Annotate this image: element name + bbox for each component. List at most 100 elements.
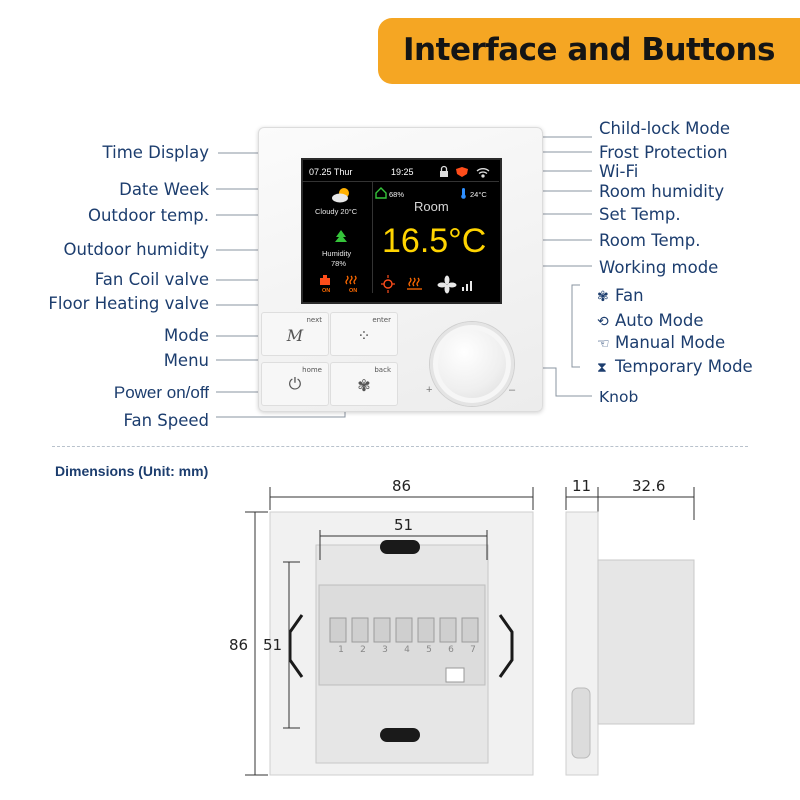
label-outdoor-humidity: Outdoor humidity	[63, 240, 209, 259]
manual-mode-icon: ☜	[597, 336, 610, 352]
label-menu: Menu	[163, 351, 209, 370]
label-knob: Knob	[599, 388, 639, 406]
dim-inner-width: 51	[394, 516, 414, 534]
label-wifi: Wi-Fi	[599, 162, 639, 181]
set-temp-icon	[461, 188, 466, 199]
hourglass-icon: ⧗	[597, 360, 607, 376]
title-banner: Interface and Buttons	[378, 18, 800, 84]
label-set-temp: Set Temp.	[599, 205, 681, 224]
display-screen	[301, 158, 502, 304]
dimensions-title: Dimensions (Unit: mm)	[55, 463, 209, 479]
status-icons	[440, 165, 490, 178]
label-room-humidity: Room humidity	[599, 182, 725, 201]
mounting-slot-bottom	[380, 728, 420, 742]
mode-item-label: Auto Mode	[615, 311, 704, 330]
label-date-week: Date Week	[119, 180, 209, 199]
banner-title: Interface and Buttons	[403, 32, 775, 68]
mounting-slot-top	[380, 540, 420, 554]
lock-icon	[440, 165, 448, 177]
label-child-lock: Child-lock Mode	[599, 119, 731, 138]
screen-header-divider	[302, 181, 499, 182]
terminal-number: 5	[426, 645, 432, 655]
label-outdoor-temp: Outdoor temp.	[87, 206, 209, 225]
screen-date: 07.25 Thur	[309, 167, 353, 177]
dim-height: 86	[229, 636, 249, 654]
fan-mode-icon	[437, 275, 457, 294]
fan-icon: ✾	[357, 378, 371, 395]
screen-divider	[372, 181, 373, 293]
auto-mode-icon: ⟲	[597, 314, 609, 330]
terminal-number: 1	[338, 645, 344, 655]
label-fan-speed: Fan Speed	[123, 411, 209, 430]
screen-room-humidity: 68%	[389, 190, 405, 199]
label-fan-coil-valve: Fan Coil valve	[94, 270, 209, 289]
valve-icons	[320, 275, 357, 285]
terminal-screws	[329, 617, 479, 643]
power-icon: ⏻	[288, 376, 302, 393]
terminal-number: 4	[404, 645, 410, 655]
dim-inner-height: 51	[263, 636, 283, 654]
mounting-slot-right	[498, 614, 514, 678]
mode-item-label: Fan	[615, 286, 644, 305]
floor-heating-on-tag: ON	[349, 288, 358, 294]
screen-outdoor-humidity-value: 78%	[331, 259, 347, 268]
rotary-knob[interactable]	[430, 322, 514, 406]
label-working-mode: Working mode	[599, 258, 719, 277]
fan-button[interactable]: back ✾	[330, 362, 398, 406]
fan-coil-valve-icon	[320, 275, 330, 285]
menu-grid-icon: ⁘	[357, 328, 371, 345]
mode-button[interactable]: next M	[261, 312, 329, 356]
screen-outdoor-weather: Cloudy 20°C	[315, 207, 358, 216]
screen-room-temp: 16.5°C	[382, 222, 487, 260]
dim-width: 86	[392, 477, 412, 495]
mounting-slot-left	[288, 614, 304, 678]
terminal-number: 7	[470, 645, 476, 655]
dim-depth-front: 11	[572, 477, 592, 495]
connector-port	[445, 667, 465, 683]
section-divider	[52, 446, 748, 447]
mode-item-temporary: ⧗ Temporary Mode	[597, 357, 753, 378]
power-button[interactable]: home ⏻	[261, 362, 329, 406]
home-humidity-icon	[375, 187, 387, 199]
label-time-display: Time Display	[102, 143, 209, 162]
knob-minus-sign: –	[509, 384, 516, 396]
mode-status-row	[381, 275, 472, 294]
mode-m-icon: M	[286, 326, 304, 345]
terminal-number: 2	[360, 645, 366, 655]
fan-coil-on-tag: ON	[322, 288, 331, 294]
heating-sun-icon	[381, 275, 395, 293]
label-floor-heating-valve: Floor Heating valve	[48, 294, 209, 313]
label-mode: Mode	[164, 326, 209, 345]
menu-button-caption: enter	[372, 316, 391, 324]
mode-button-caption: next	[306, 316, 322, 324]
screen-time: 19:25	[391, 167, 414, 177]
side-housing	[597, 559, 695, 725]
tree-humidity-icon	[335, 230, 347, 242]
cloudy-weather-icon	[332, 188, 349, 203]
label-frost-protection: Frost Protection	[599, 143, 728, 162]
signal-bars-icon	[462, 281, 472, 291]
terminal-number: 6	[448, 645, 454, 655]
screen-set-temp: 24°C	[470, 190, 487, 199]
power-button-caption: home	[302, 366, 322, 374]
wifi-icon	[476, 168, 490, 178]
mode-item-label: Temporary Mode	[615, 357, 753, 376]
dim-depth-back: 32.6	[632, 477, 666, 495]
fan-icon: ✾	[597, 289, 609, 305]
screen-outdoor-humidity-label: Humidity	[322, 249, 352, 258]
label-room-temp: Room Temp.	[599, 231, 701, 250]
frost-shield-icon	[456, 167, 468, 177]
mode-item-manual: ☜ Manual Mode	[597, 333, 725, 354]
fan-button-caption: back	[374, 366, 391, 374]
mode-item-auto: ⟲ Auto Mode	[597, 311, 704, 332]
floor-heating-icon	[345, 275, 357, 285]
mode-item-fan: ✾ Fan	[597, 286, 644, 307]
terminal-number: 3	[382, 645, 388, 655]
menu-button[interactable]: enter ⁘	[330, 312, 398, 356]
knob-plus-sign: +	[426, 384, 433, 396]
screen-room-label: Room	[414, 199, 449, 214]
mode-item-label: Manual Mode	[615, 333, 726, 352]
label-power: Power on/off	[113, 383, 209, 402]
terminal-numbers: 1 2 3 4 5 6 7	[330, 645, 484, 655]
